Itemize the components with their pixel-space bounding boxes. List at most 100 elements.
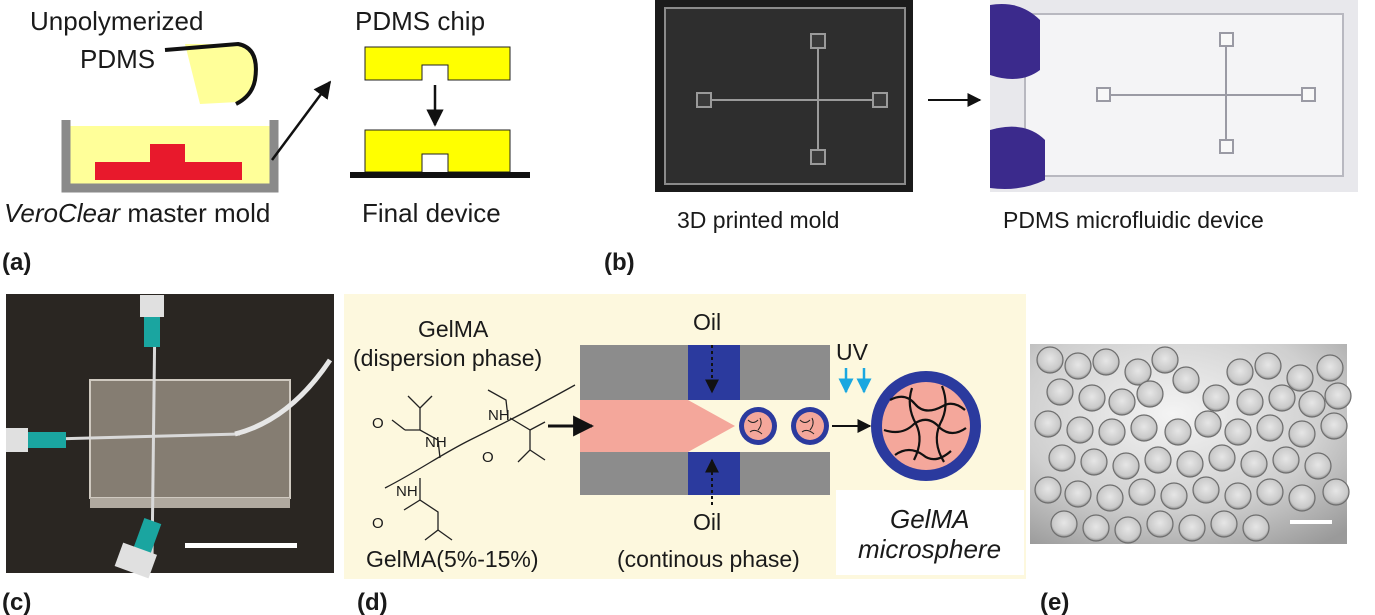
mold-caption-italic: VeroClear — [4, 198, 121, 228]
microsphere-bead — [1092, 348, 1120, 376]
pdms-chip-top — [364, 46, 511, 81]
gelma-structure — [384, 384, 576, 541]
oil-label-bottom: Oil — [693, 509, 721, 535]
droplet-2 — [791, 407, 829, 445]
uv-label: UV — [836, 339, 869, 365]
mold-photo-caption: 3D printed mold — [677, 207, 839, 233]
microsphere-label-box — [836, 490, 1024, 575]
oxygen-1: O — [372, 415, 384, 432]
microsphere-bead — [1202, 384, 1230, 412]
microsphere-bead — [1226, 358, 1254, 386]
microsphere-bead — [1304, 452, 1332, 480]
needle-top — [144, 317, 160, 347]
microsphere-bead — [1136, 380, 1164, 408]
microsphere-bead — [1254, 352, 1282, 380]
needle-hub-bottom — [114, 542, 158, 579]
microsphere-bead — [1324, 382, 1352, 410]
process-arrow — [270, 80, 332, 161]
microsphere-bead — [1098, 418, 1126, 446]
microsphere-bead — [1192, 476, 1220, 504]
microsphere-bead — [1322, 478, 1350, 506]
microsphere-bead — [1224, 482, 1252, 510]
microsphere-bead — [1144, 446, 1172, 474]
mold-caption: VeroClear master mold — [4, 198, 270, 228]
needle-bottom — [132, 517, 162, 557]
panel-c: (c) — [2, 294, 334, 615]
panel-a: Unpolymerized PDMS PDMS chip VeroClear m… — [2, 6, 530, 276]
microsphere-bead — [1066, 416, 1094, 444]
final-device-label: Final device — [362, 198, 501, 228]
panel-e: (e) — [1030, 344, 1352, 615]
glove-bottom — [990, 126, 1045, 189]
microsphere-bead — [1288, 484, 1316, 512]
gel-inlet-channel — [580, 400, 688, 452]
glove-top — [990, 4, 1040, 79]
dispersion-phase-label: (dispersion phase) — [353, 345, 542, 371]
microsphere-bead — [1036, 346, 1064, 374]
microsphere-bead — [1272, 446, 1300, 474]
microsphere-bead — [1064, 352, 1092, 380]
microsphere-label-1: GelMA — [890, 504, 969, 534]
microsphere-bead — [1080, 448, 1108, 476]
microsphere-bead — [1146, 510, 1174, 538]
mold-tray — [61, 120, 279, 193]
microsphere-bead — [1114, 516, 1142, 544]
pdms-pour-liquid — [185, 44, 257, 104]
oxygen-3: O — [372, 515, 384, 532]
microsphere-bead — [1128, 478, 1156, 506]
gelma-title: GelMA — [418, 316, 489, 342]
panel-label-b: (b) — [604, 249, 635, 276]
scale-bar-e — [1290, 520, 1332, 524]
microsphere-bead — [1034, 410, 1062, 438]
microsphere-bead — [1288, 420, 1316, 448]
microsphere-bead — [1064, 480, 1092, 508]
amide-nh-2: NH — [488, 407, 510, 424]
gel-tip — [688, 400, 735, 452]
gelma-microsphere-illustration — [871, 371, 981, 481]
microsphere-bead — [1124, 358, 1152, 386]
continuous-phase-label: (continous phase) — [617, 546, 800, 572]
needle-hub-left — [6, 428, 28, 452]
microsphere-bead — [1298, 390, 1326, 418]
device-edge — [90, 498, 290, 508]
microsphere-bead — [1160, 482, 1188, 510]
microsphere-bead — [1194, 410, 1222, 438]
oil-label-top: Oil — [693, 309, 721, 335]
microsphere-bead — [1256, 414, 1284, 442]
microsphere-bead — [1172, 366, 1200, 394]
microsphere-bead — [1048, 444, 1076, 472]
microsphere-bead — [1050, 510, 1078, 538]
pouring-cup — [164, 41, 258, 106]
panel-label-c: (c) — [2, 589, 31, 615]
glass-slide — [350, 172, 530, 178]
microsphere-bead — [1240, 450, 1268, 478]
microsphere-bead — [1108, 388, 1136, 416]
panel-label-d: (d) — [357, 589, 388, 615]
panel-b: 3D printed mold PDMS microfluidic device… — [604, 0, 1358, 276]
unpolymerized-label-2: PDMS — [80, 44, 155, 74]
concentration-label: GelMA(5%-15%) — [366, 546, 539, 572]
mold-caption-rest: master mold — [120, 198, 270, 228]
pdms-chip-label: PDMS chip — [355, 6, 485, 36]
microsphere-bead — [1151, 346, 1179, 374]
microsphere-beads — [1034, 346, 1352, 544]
device-on-bench — [89, 379, 291, 499]
droplet-1 — [739, 407, 777, 445]
microsphere-bead — [1130, 414, 1158, 442]
microsphere-bead — [1210, 510, 1238, 538]
outlet-tubing — [234, 358, 333, 437]
microsphere-bead — [1208, 444, 1236, 472]
pdms-chip-bonded — [364, 129, 511, 173]
needle-left — [28, 432, 66, 448]
microsphere-bead — [1256, 478, 1284, 506]
microsphere-label-2: microsphere — [858, 534, 1001, 564]
microsphere-bead — [1242, 514, 1270, 542]
microsphere-bead — [1112, 452, 1140, 480]
amide-nh-1: NH — [425, 434, 447, 451]
microsphere-bead — [1316, 354, 1344, 382]
microsphere-bead — [1082, 514, 1110, 542]
microsphere-bead — [1096, 484, 1124, 512]
microsphere-bead — [1046, 378, 1074, 406]
panel-label-e: (e) — [1040, 589, 1069, 615]
